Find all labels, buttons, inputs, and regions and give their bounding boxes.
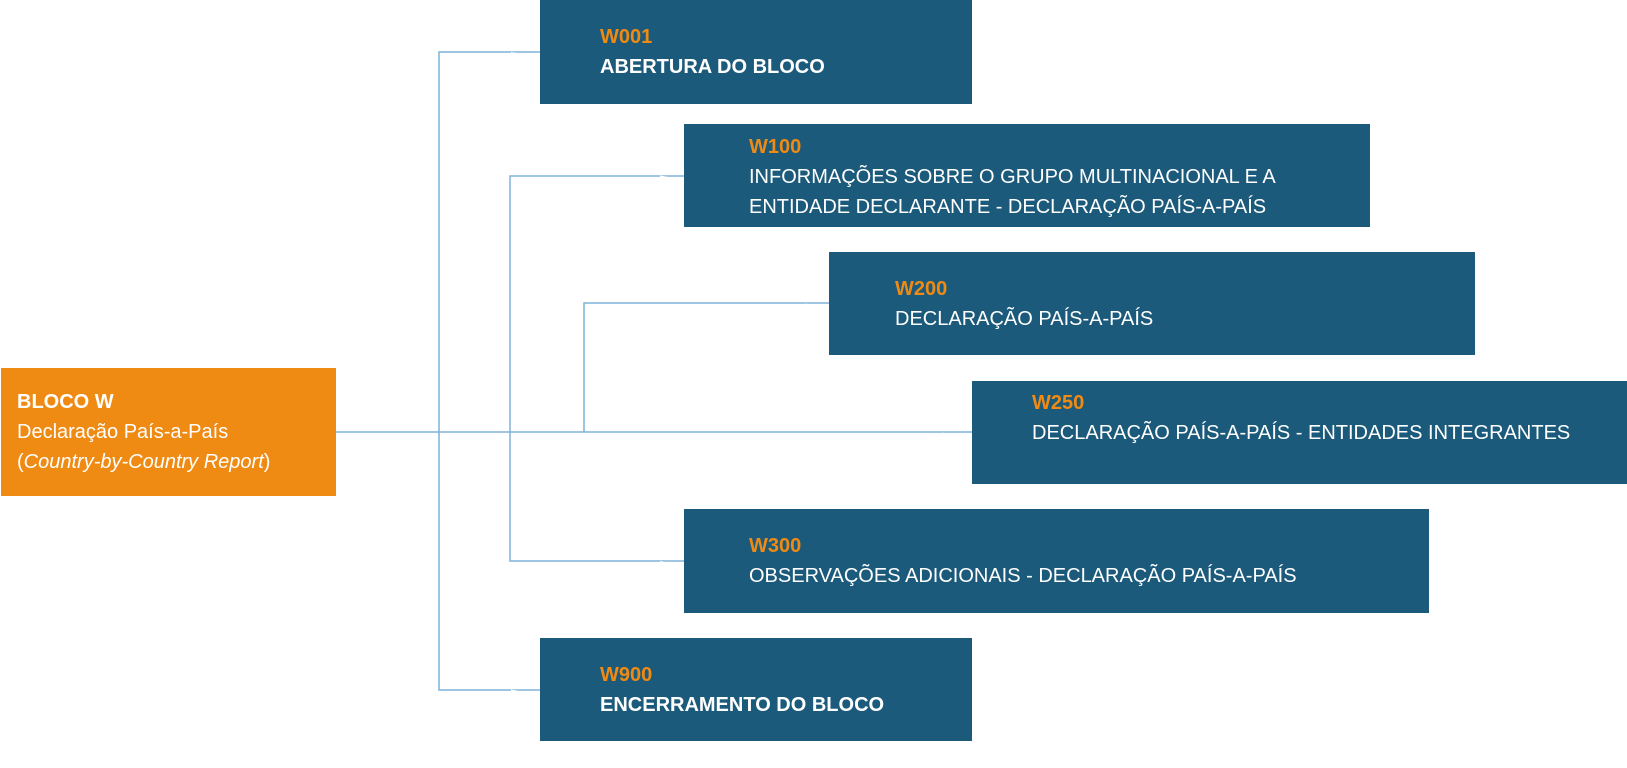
record-description: ABERTURA DO BLOCO	[600, 56, 825, 78]
record-description: DECLARAÇÃO PAÍS-A-PAÍS	[895, 308, 1154, 330]
root-subtitle: Declaração País-a-País	[17, 421, 229, 443]
root-title: BLOCO W	[17, 391, 114, 413]
record-code: W250	[1032, 392, 1085, 414]
root-block-box: BLOCO W Declaração País-a-País (Country-…	[1, 368, 336, 496]
record-description: DECLARAÇÃO PAÍS-A-PAÍS - ENTIDADES INTEG…	[1032, 422, 1571, 444]
record-code: W300	[749, 535, 802, 557]
record-description: INFORMAÇÕES SOBRE O GRUPO MULTINACIONAL …	[749, 166, 1276, 188]
record-code: W001	[600, 26, 653, 48]
record-description: ENCERRAMENTO DO BLOCO	[600, 694, 885, 716]
root-english-name: (Country-by-Country Report)	[17, 451, 271, 473]
record-code: W900	[600, 664, 653, 686]
record-code: W200	[895, 278, 948, 300]
record-description: OBSERVAÇÕES ADICIONAIS - DECLARAÇÃO PAÍS…	[749, 565, 1297, 587]
record-description: ENTIDADE DECLARANTE - DECLARAÇÃO PAÍS-A-…	[749, 196, 1267, 218]
record-code: W100	[749, 136, 802, 158]
